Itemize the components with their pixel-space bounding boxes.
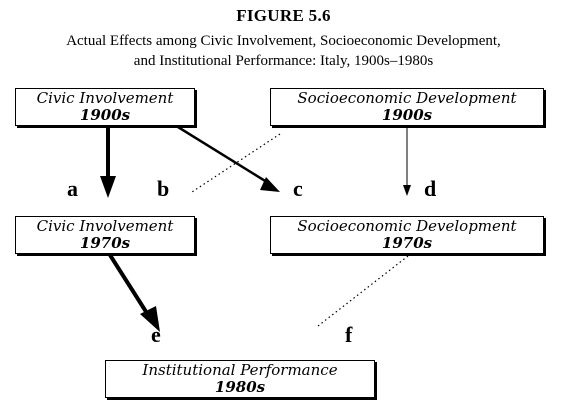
path-label-f: f (345, 322, 353, 347)
node-name: Civic Involvement (36, 89, 174, 107)
node-civic-involvement-1970s: Civic Involvement 1970s (15, 216, 195, 254)
path-e-arrow (108, 253, 152, 320)
caption-line-2: and Institutional Performance: Italy, 19… (133, 53, 434, 69)
path-f-dotted-line (317, 255, 409, 327)
node-institutional-performance-1980s: Institutional Performance 1980s (105, 360, 375, 398)
node-socioeconomic-development-1970s: Socioeconomic Development 1970s (270, 216, 544, 254)
node-period: 1980s (214, 378, 266, 396)
path-c-arrow (177, 125, 271, 186)
node-name: Socioeconomic Development (297, 217, 517, 235)
path-label-d: d (424, 176, 437, 201)
figure-caption: Actual Effects among Civic Involvement, … (0, 31, 567, 71)
path-label-a: a (67, 176, 78, 201)
path-d-arrowhead (403, 185, 411, 196)
path-label-e: e (151, 322, 161, 347)
caption-line-1: Actual Effects among Civic Involvement, … (66, 33, 501, 49)
node-period: 1970s (381, 234, 433, 252)
node-name: Civic Involvement (36, 217, 174, 235)
node-period: 1900s (79, 106, 131, 124)
node-period: 1900s (381, 106, 433, 124)
path-label-c: c (293, 176, 303, 201)
path-c-arrowhead (260, 177, 280, 192)
node-name: Socioeconomic Development (297, 89, 517, 107)
path-a-arrowhead (100, 176, 116, 198)
node-name: Institutional Performance (142, 361, 338, 379)
path-label-b: b (157, 176, 170, 201)
node-socioeconomic-development-1900s: Socioeconomic Development 1900s (270, 88, 544, 126)
path-e-arrowhead (140, 306, 160, 332)
node-civic-involvement-1900s: Civic Involvement 1900s (15, 88, 195, 126)
node-period: 1970s (79, 234, 131, 252)
figure-number: FIGURE 5.6 (236, 6, 331, 25)
